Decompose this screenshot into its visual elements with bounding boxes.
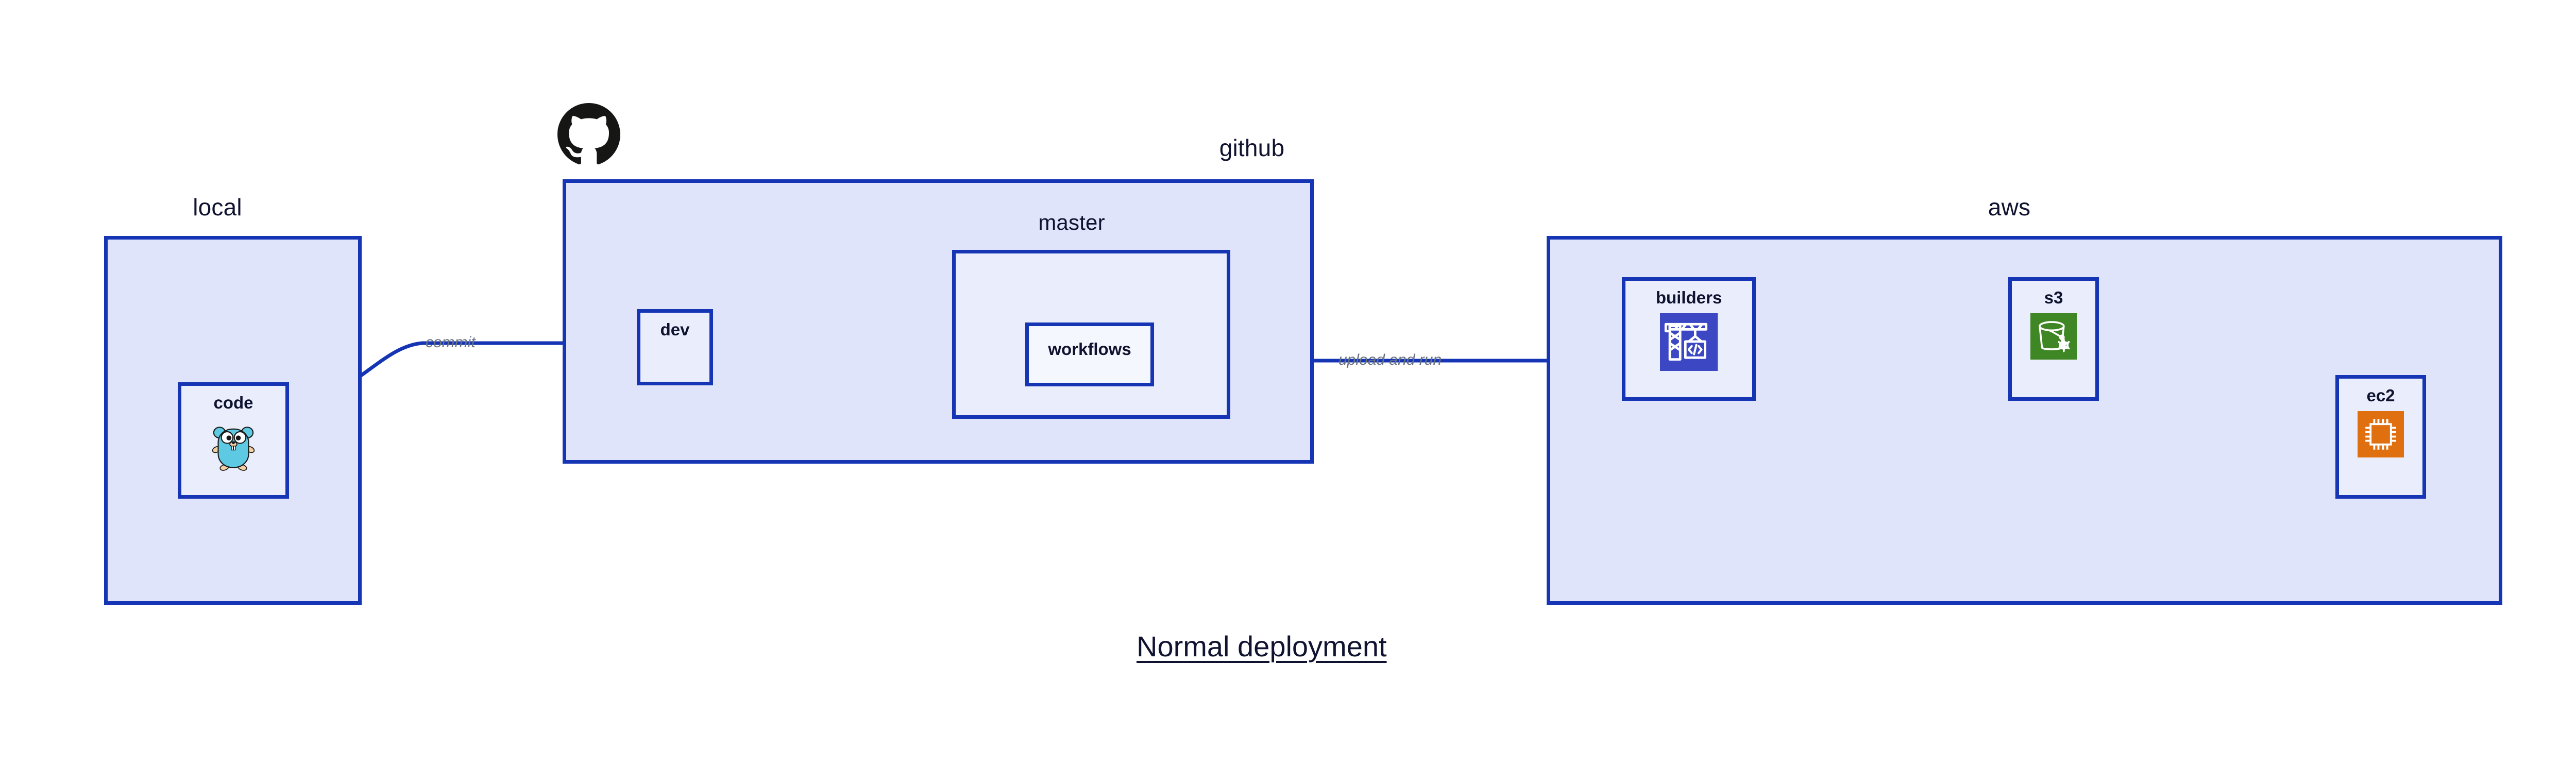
github-octocat-logo: [557, 103, 620, 166]
node-label-s3: s3: [2044, 288, 2063, 307]
go-gopher-icon: [207, 418, 260, 472]
group-title-master: master: [1038, 210, 1105, 234]
node-label-builders: builders: [1655, 288, 1722, 307]
group-title-aws: aws: [1988, 194, 2031, 220]
node-s3[interactable]: s3: [2008, 277, 2099, 401]
node-label-code: code: [213, 393, 253, 412]
node-ec2[interactable]: ec2: [2335, 375, 2426, 499]
node-builders[interactable]: builders: [1622, 277, 1756, 401]
group-title-local: local: [193, 194, 242, 220]
node-label-ec2: ec2: [2366, 386, 2395, 405]
node-label-dev: dev: [660, 320, 690, 339]
aws-ec2-icon: [2358, 411, 2404, 457]
aws-codebuild-icon: [1660, 313, 1718, 371]
edge-label-upload-and-run: upload and run: [1338, 351, 1442, 368]
aws-s3-glacier-icon: [2030, 313, 2077, 360]
node-label-workflows: workflows: [1048, 339, 1131, 359]
node-dev[interactable]: dev: [637, 309, 713, 385]
group-title-github: github: [1219, 134, 1285, 161]
diagram-caption: Normal deployment: [1137, 630, 1387, 663]
edge-label-commit: commit: [426, 334, 476, 351]
node-workflows[interactable]: workflows: [1025, 322, 1154, 386]
node-code[interactable]: code: [178, 382, 289, 499]
